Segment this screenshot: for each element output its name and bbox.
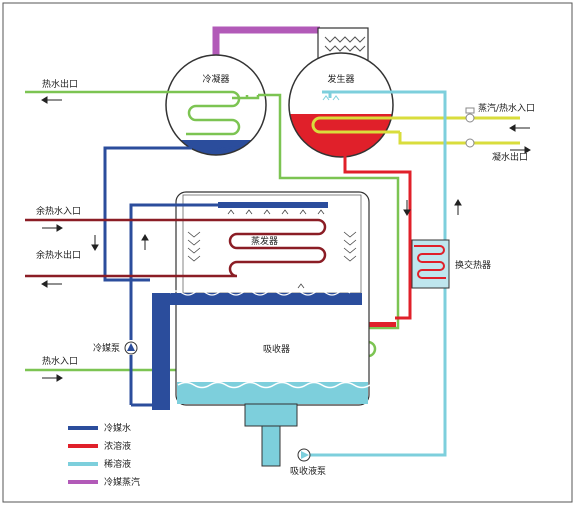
condenser-label: 冷凝器 (202, 73, 229, 85)
legend-label-concentrated-solution: 浓溶液 (104, 440, 131, 452)
legend-label-refrigerant-vapor: 冷媒蒸汽 (104, 476, 140, 488)
eliminator-left (187, 231, 201, 262)
condensate-valve (465, 138, 475, 148)
heat-exchanger-label: 换交热器 (455, 259, 491, 271)
hot-water-outlet-label: 热水出口 (42, 78, 78, 90)
evaporator-label: 蒸发器 (251, 235, 278, 247)
legend-swatch-concentrated-solution (68, 444, 98, 448)
refrigerant-pump-label: 冷媒泵 (93, 342, 120, 354)
refrigerant-water-circuit (103, 146, 362, 410)
steam-inlet-label: 蒸汽/热水入口 (478, 102, 535, 114)
evaporator-coil (25, 218, 327, 278)
eliminator-right (343, 231, 357, 262)
generator: 发生器 (288, 27, 394, 158)
legend-swatch-refrigerant-water (68, 426, 98, 430)
condenser: 冷凝器 (165, 54, 267, 156)
waste-heat-outlet-label: 余热水出口 (36, 249, 81, 261)
legend-label-refrigerant-water: 冷媒水 (104, 422, 131, 434)
steam-inlet-valve (465, 113, 475, 123)
refrigerant-vapor-pipe (212, 26, 320, 56)
absorber-pool (177, 382, 368, 404)
flow-arrows (41, 96, 531, 382)
absorber-label: 吸收器 (263, 343, 290, 355)
generator-label: 发生器 (327, 73, 354, 85)
absorption-pump (297, 448, 311, 462)
legend-swatch-refrigerant-vapor (68, 480, 98, 484)
concentrated-solution-pipe (343, 155, 412, 320)
absorption-pump-label: 吸收液泵 (290, 465, 326, 477)
legend: 冷媒水 浓溶液 稀溶液 冷媒蒸汽 (68, 422, 140, 488)
heat-exchanger: 换交热器 (411, 239, 491, 289)
hot-water-inlet-label: 热水入口 (42, 355, 78, 367)
absorber-sump (244, 403, 298, 427)
steam-coil (311, 116, 520, 145)
vapor-baffle (324, 36, 366, 52)
evaporator-spray-header (218, 202, 328, 208)
refrigerant-pump (124, 341, 138, 355)
legend-swatch-dilute-solution (68, 462, 98, 466)
condensate-outlet-label: 凝水出口 (492, 151, 528, 163)
legend-label-dilute-solution: 稀溶液 (104, 458, 131, 470)
waste-heat-inlet-label: 余热水入口 (36, 205, 81, 217)
